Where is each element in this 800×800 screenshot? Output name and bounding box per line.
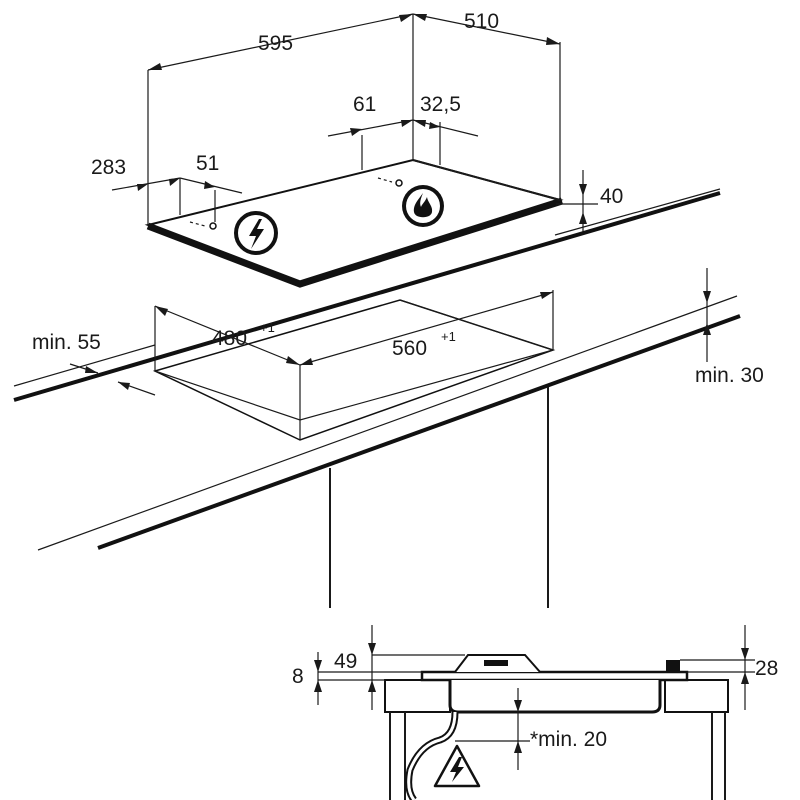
label-hob-width: 595 (258, 32, 293, 55)
label-elec-offset-side: 283 (91, 156, 126, 179)
label-hob-height: 40 (600, 185, 623, 208)
section-hob-plate (420, 670, 689, 682)
worktop-back-edge (13, 191, 721, 402)
label-gas-offset-left: 61 (353, 93, 376, 116)
worktop-front-underside (97, 314, 741, 550)
label-cutout-depth: 480 (212, 327, 247, 350)
lightning-bolt-circle-icon (234, 211, 278, 255)
label-section-right-height: 28 (755, 657, 778, 680)
label-min-front-edge: min. 55 (32, 331, 101, 354)
hob-top-view (111, 13, 598, 288)
label-hob-depth: 510 (464, 10, 499, 33)
label-section-above-top: 8 (292, 665, 304, 688)
cutout-opening (152, 299, 556, 441)
label-min-clearance-below: *min. 20 (530, 728, 607, 751)
hob-front-edge (146, 197, 564, 288)
label-cutout-width: 560 (392, 337, 427, 360)
label-cutout-depth-tolerance: +1 (260, 320, 275, 335)
dimension-labels: 595 510 61 32,5 283 51 40 480 +1 560 +1 … (32, 10, 778, 751)
flame-circle-icon (402, 185, 444, 227)
label-min-worktop-thickness: min. 30 (695, 364, 764, 387)
label-elec-offset-front: 51 (196, 152, 219, 175)
label-gas-offset-right: 32,5 (420, 93, 461, 116)
cross-section-view (317, 625, 755, 800)
electrical-hazard-triangle-icon (433, 744, 481, 788)
worktop-cutout-view (13, 188, 741, 608)
label-cutout-width-tolerance: +1 (441, 329, 456, 344)
label-section-total-height: 49 (334, 650, 357, 673)
worktop-front-edge (37, 295, 738, 551)
arrowheads (85, 14, 749, 753)
